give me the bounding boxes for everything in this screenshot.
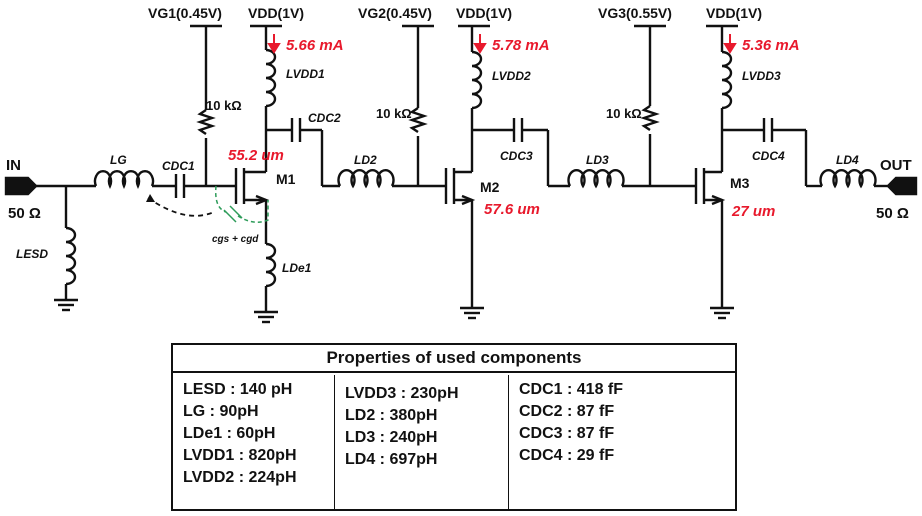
- resistor-1-label: 10 kΩ: [206, 98, 242, 113]
- table-row: CDC2 : 87 fF: [519, 403, 615, 420]
- m1-label: M1: [276, 171, 296, 187]
- width-m1: 55.2 um: [228, 147, 284, 164]
- inductor-lvdd1-icon: [265, 48, 277, 108]
- current-arrow-3-icon: [723, 43, 737, 54]
- table-row: LD2 : 380pH: [345, 407, 438, 424]
- vg2-label: VG2(0.45V): [358, 5, 432, 21]
- ld2-label: LD2: [354, 153, 377, 167]
- cdc2-label: CDC2: [308, 111, 341, 125]
- parasitic-capacitance-icon: [214, 185, 269, 223]
- input-label: IN: [6, 157, 21, 174]
- width-m3: 27 um: [731, 203, 775, 220]
- inductor-ld2-icon: [337, 169, 395, 189]
- current-arrow-1-icon: [267, 43, 281, 54]
- capacitor-column: CDC1 : 418 fF CDC2 : 87 fF CDC3 : 87 fF …: [509, 375, 735, 509]
- lvdd3-label: LVDD3: [742, 69, 781, 83]
- lg-label: LG: [110, 153, 127, 167]
- width-m2: 57.6 um: [484, 201, 540, 218]
- table-row: LDe1 : 60pH: [183, 425, 276, 442]
- current-1: 5.66 mA: [286, 37, 344, 54]
- vdd2-label: VDD(1V): [456, 5, 512, 21]
- resistor-3-label: 10 kΩ: [606, 106, 642, 121]
- ld4-label: LD4: [836, 153, 859, 167]
- component-properties-table: Properties of used components LESD : 140…: [171, 343, 737, 511]
- table-row: LVDD2 : 224pH: [183, 469, 297, 486]
- input-impedance: 50 Ω: [8, 205, 41, 222]
- vg3-label: VG3(0.55V): [598, 5, 672, 21]
- current-3: 5.36 mA: [742, 37, 800, 54]
- table-row: LG : 90pH: [183, 403, 259, 420]
- table-row: LESD : 140 pH: [183, 381, 293, 398]
- inductor-lvdd2-icon: [471, 50, 483, 110]
- inductor-lde1-icon: [265, 242, 277, 288]
- m2-label: M2: [480, 179, 500, 195]
- table-title: Properties of used components: [173, 345, 735, 373]
- cdc4-label: CDC4: [752, 149, 785, 163]
- resistor-r2-icon: [408, 107, 428, 133]
- input-port-icon: [4, 176, 38, 196]
- table-row: LD3 : 240pH: [345, 429, 438, 446]
- inductor-lvdd3-icon: [721, 50, 733, 110]
- coupling-arrow-icon: [147, 197, 215, 217]
- inductor-lesd-icon: [65, 226, 77, 286]
- resistor-r3-icon: [640, 105, 660, 131]
- table-row: LVDD3 : 230pH: [345, 385, 459, 402]
- output-port-icon: [886, 176, 918, 196]
- inductor-column-2: LVDD3 : 230pH LD2 : 380pH LD3 : 240pH LD…: [335, 375, 509, 509]
- output-impedance: 50 Ω: [876, 205, 909, 222]
- lesd-label: LESD: [16, 247, 48, 261]
- table-row: CDC3 : 87 fF: [519, 425, 615, 442]
- resistor-r1-icon: [196, 109, 216, 135]
- lvdd1-label: LVDD1: [286, 67, 325, 81]
- lvdd2-label: LVDD2: [492, 69, 531, 83]
- table-row: LVDD1 : 820pH: [183, 447, 297, 464]
- parasitic-label: cgs + cgd: [212, 234, 259, 245]
- cdc3-label: CDC3: [500, 149, 533, 163]
- inductor-column-1: LESD : 140 pH LG : 90pH LDe1 : 60pH LVDD…: [173, 375, 335, 509]
- vg1-label: VG1(0.45V): [148, 5, 222, 21]
- current-2: 5.78 mA: [492, 37, 550, 54]
- m3-label: M3: [730, 175, 750, 191]
- table-row: LD4 : 697pH: [345, 451, 438, 468]
- lde1-label: LDe1: [282, 261, 312, 275]
- table-row: CDC1 : 418 fF: [519, 381, 624, 398]
- cdc1-label: CDC1: [162, 159, 195, 173]
- output-label: OUT: [880, 157, 912, 174]
- table-row: CDC4 : 29 fF: [519, 447, 615, 464]
- current-arrow-2-icon: [473, 43, 487, 54]
- inductor-ld3-icon: [567, 169, 625, 189]
- resistor-2-label: 10 kΩ: [376, 106, 412, 121]
- inductor-lg-icon: [93, 169, 155, 189]
- ld3-label: LD3: [586, 153, 609, 167]
- inductor-ld4-icon: [819, 169, 877, 189]
- vdd1-label: VDD(1V): [248, 5, 304, 21]
- vdd3-label: VDD(1V): [706, 5, 762, 21]
